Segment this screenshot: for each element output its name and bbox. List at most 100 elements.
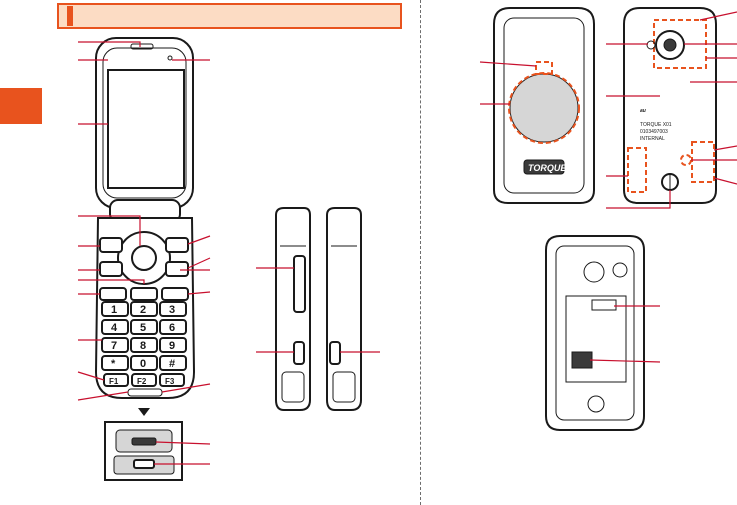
key-0 [130,355,158,371]
leader-usb-port [155,441,211,445]
front-web-key [165,261,189,277]
key-f2 [131,373,157,387]
leader-center-key [78,215,141,246]
right-side-housing [326,207,362,411]
outer-leader-lines [479,61,537,105]
leader-microphone [77,391,129,401]
leader-earphone [161,383,211,393]
leader-back-lock [606,190,671,209]
front-call-key [99,287,127,301]
battery-contacts [591,299,617,311]
closed-phone-outer: TORQUE [493,7,595,204]
bottom-port-detail [104,421,183,481]
key-1 [101,301,129,317]
battery-slot [565,295,627,383]
front-view-phone: 1 2 3 4 5 6 7 8 9 * 0 [94,37,196,416]
chapter-side-tab [0,88,42,124]
front-upper-bezel [102,47,187,199]
compartment-camera-module [583,261,605,283]
back-label-line-3: INTERNAL [640,136,665,142]
leader-back-corner [713,177,737,185]
key-4 [101,319,129,335]
leader-back-right-antenna [713,145,737,151]
page-divider [420,0,421,505]
detail-arrow-icon [138,408,150,416]
key-hash-label: # [169,358,175,370]
front-end-key [161,287,189,301]
left-side-button [293,341,305,365]
section-header-tab [67,6,73,26]
front-left-soft-key [99,237,123,253]
brand-plate [523,159,565,175]
leader-outer-indicator [479,61,537,67]
key-7 [101,337,129,353]
front-mail-key [99,261,123,277]
leader-right-soft-key [187,235,211,245]
key-8-label: 8 [140,340,146,352]
key-star-label: * [111,358,116,370]
compartment-screw-bottom [587,395,605,413]
leader-receiver [78,41,141,47]
compartment-screw-top [612,262,628,278]
key-5-label: 5 [140,322,146,334]
outer-indicator-zone [535,61,553,75]
left-side-bumper [281,371,305,403]
key-6 [159,319,187,335]
outer-display-ring [509,73,579,143]
left-side-volume-key [293,255,306,313]
battery-leader-lines [589,305,661,363]
leader-dpad [78,279,145,284]
leader-f1-key [77,371,105,381]
right-side-view [326,207,362,411]
section-header-bar [57,3,402,29]
key-3-label: 3 [169,304,175,316]
sim-card-slot [571,351,593,369]
key-1-label: 1 [111,304,117,316]
key-6-label: 6 [169,322,175,334]
front-numeric-keypad: 1 2 3 4 5 6 7 8 9 * 0 [101,301,187,371]
outer-bezel [503,17,585,194]
leader-end-key [187,291,211,295]
front-leader-lines [77,41,211,465]
compartment-housing [545,235,645,431]
front-center-key [131,245,157,271]
leader-back-top-zone [699,11,737,21]
key-0-label: 0 [140,358,146,370]
key-9-label: 9 [169,340,175,352]
key-f3 [159,373,185,387]
strap-hole [133,459,155,469]
key-f2-label: F2 [137,377,147,386]
left-side-view [275,207,311,411]
side-leader-lines [256,267,380,353]
front-display [107,69,185,189]
key-f3-label: F3 [165,377,175,386]
back-flash [646,40,656,50]
phone-back-view: au TORQUE X01 0103497003 INTERNAL [623,7,717,204]
key-2-label: 2 [140,304,146,316]
key-7-label: 7 [111,340,117,352]
key-5 [130,319,158,335]
key-star [101,355,129,371]
brand-logo-text: TORQUE [528,163,567,173]
key-f1-label: F1 [109,377,119,386]
back-camera-lens [663,38,677,52]
front-receiver-slot [130,43,154,50]
key-2 [130,301,158,317]
front-camera-icon [167,55,173,61]
right-side-button [329,341,341,365]
front-clear-key [130,287,158,301]
back-leader-lines [606,11,737,209]
key-8 [130,337,158,353]
leader-sim-slot [589,359,661,363]
back-label-line-1: TORQUE X01 [640,122,672,128]
key-4-label: 4 [111,322,118,334]
key-9 [159,337,187,353]
right-side-bumper [332,371,356,403]
leader-web-key [187,257,211,269]
back-right-antenna-zone [691,141,715,183]
carrier-logo: au [640,108,646,114]
usb-port [131,437,157,446]
battery-compartment-view [545,235,645,431]
